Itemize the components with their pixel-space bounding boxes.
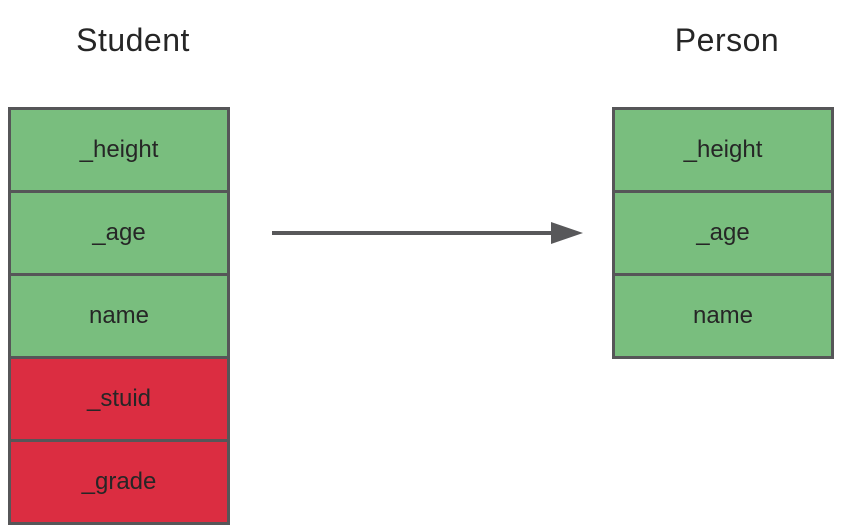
right-arrow-icon	[272, 222, 583, 244]
member-label: _age	[696, 219, 750, 246]
member-row-name: name	[615, 273, 831, 356]
member-row-grade: _grade	[11, 439, 227, 522]
member-row-height: _height	[11, 110, 227, 190]
member-row-height: _height	[615, 110, 831, 190]
member-label: _stuid	[86, 385, 152, 412]
member-row-stuid: _stuid	[11, 356, 227, 439]
member-label: name	[88, 302, 150, 329]
member-label: name	[692, 302, 754, 329]
member-label: _height	[683, 136, 763, 163]
member-row-age: _age	[615, 190, 831, 273]
arrow-head	[551, 222, 583, 244]
student-class-title: Student	[76, 22, 190, 58]
member-label: _age	[92, 219, 146, 246]
person-class-title: Person	[674, 22, 780, 58]
member-row-age: _age	[11, 190, 227, 273]
member-row-name: name	[11, 273, 227, 356]
member-label: _height	[79, 136, 159, 163]
member-label: _grade	[81, 468, 157, 495]
